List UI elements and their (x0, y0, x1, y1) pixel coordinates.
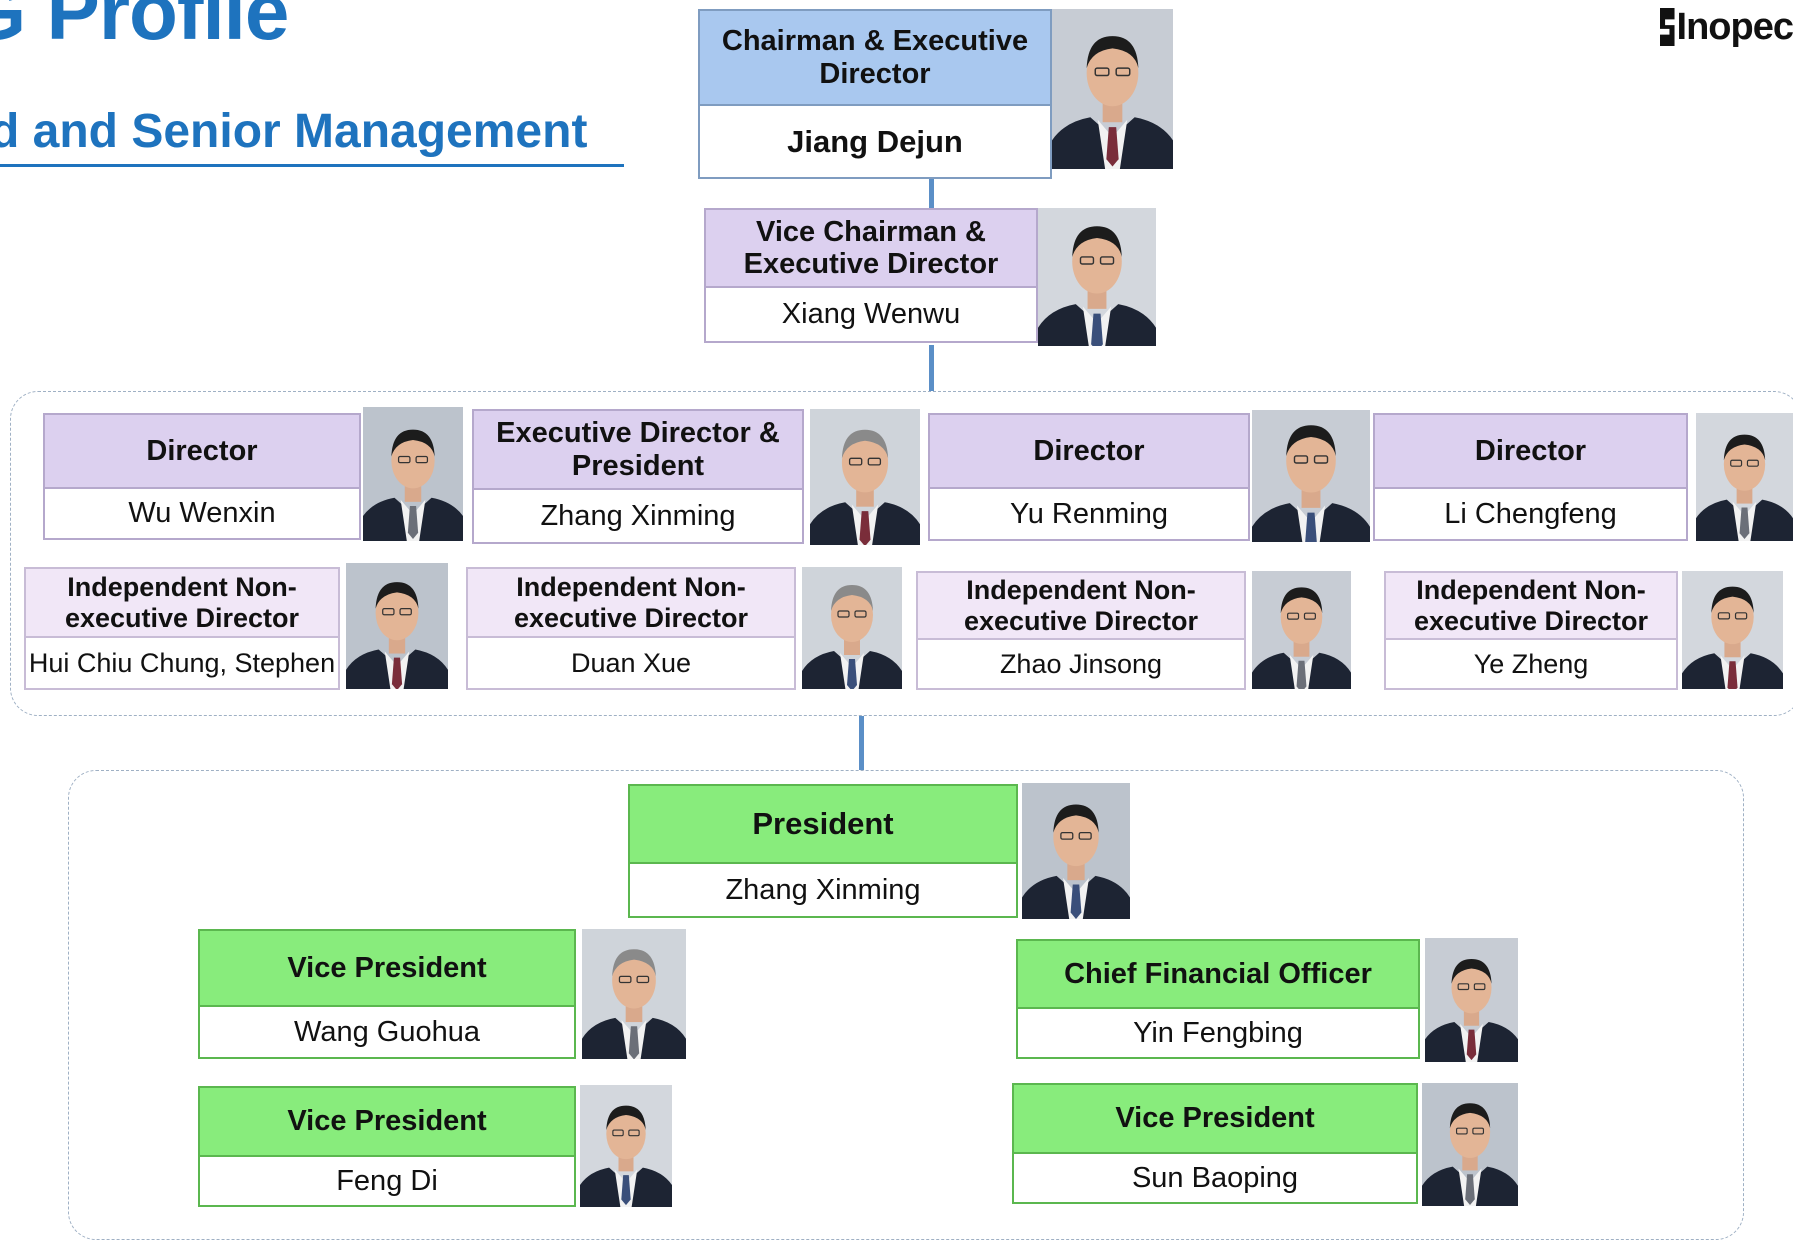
person-name: Feng Di (198, 1157, 576, 1207)
portrait-illustration (1682, 571, 1783, 689)
person-name: Wu Wenxin (43, 489, 361, 540)
management-group (68, 770, 1744, 1240)
person-name: Xiang Wenwu (704, 288, 1038, 343)
role-label: Director (928, 413, 1250, 489)
role-label: President (628, 784, 1018, 864)
portrait-illustration (1038, 208, 1156, 346)
role-label: Executive Director & President (472, 409, 804, 490)
role-label: Independent Non-executive Director (24, 567, 340, 638)
portrait-photo (1052, 9, 1173, 169)
role-label: Independent Non-executive Director (916, 571, 1246, 640)
person-name: Ye Zheng (1384, 640, 1678, 690)
portrait-photo (1022, 783, 1130, 919)
person-name: Sun Baoping (1012, 1154, 1418, 1204)
portrait-illustration (580, 1085, 672, 1207)
portrait-photo (802, 567, 902, 689)
person-name: Zhang Xinming (628, 864, 1018, 918)
role-label: Independent Non-executive Director (1384, 571, 1678, 640)
portrait-photo (1038, 208, 1156, 346)
person-name: Duan Xue (466, 638, 796, 690)
portrait-photo (580, 1085, 672, 1207)
portrait-illustration (1425, 938, 1518, 1062)
role-label: Vice Chairman & Executive Director (704, 208, 1038, 288)
role-label: Director (1373, 413, 1688, 489)
portrait-illustration (346, 563, 448, 689)
person-name: Hui Chiu Chung, Stephen (24, 638, 340, 690)
portrait-photo (1422, 1083, 1518, 1206)
portrait-illustration (1422, 1083, 1518, 1206)
board-group (10, 391, 1793, 716)
portrait-photo (1682, 571, 1783, 689)
portrait-photo (810, 409, 920, 545)
connector-chairman-vice (929, 170, 934, 210)
role-label: Chief Financial Officer (1016, 939, 1420, 1009)
person-name: Li Chengfeng (1373, 489, 1688, 541)
portrait-photo (582, 929, 686, 1059)
portrait-illustration (1252, 410, 1370, 542)
portrait-illustration (1696, 413, 1793, 541)
person-name: Zhang Xinming (472, 490, 804, 544)
person-name: Wang Guohua (198, 1007, 576, 1059)
role-label: Vice President (1012, 1083, 1418, 1154)
role-label: Vice President (198, 929, 576, 1007)
portrait-photo (1425, 938, 1518, 1062)
page-subtitle: d and Senior Management (0, 105, 588, 158)
portrait-illustration (802, 567, 902, 689)
role-label: Vice President (198, 1086, 576, 1157)
role-label: Chairman & Executive Director (698, 9, 1052, 106)
portrait-photo (1252, 571, 1351, 689)
role-label: Director (43, 413, 361, 489)
portrait-illustration (1252, 571, 1351, 689)
portrait-photo (363, 407, 463, 541)
person-name: Zhao Jinsong (916, 640, 1246, 690)
portrait-illustration (1052, 9, 1173, 169)
portrait-illustration (810, 409, 920, 545)
person-name: Yu Renming (928, 489, 1250, 541)
portrait-photo (1252, 410, 1370, 542)
portrait-illustration (582, 929, 686, 1059)
connector-board-management (859, 716, 864, 770)
connector-vice-board (929, 345, 934, 391)
portrait-illustration (1022, 783, 1130, 919)
portrait-photo (346, 563, 448, 689)
portrait-illustration (363, 407, 463, 541)
page-title: G Profile (0, 0, 289, 56)
role-label: Independent Non-executive Director (466, 567, 796, 638)
portrait-photo (1696, 413, 1793, 541)
person-name: Jiang Dejun (698, 106, 1052, 179)
logo-wordmark: Inopec (1676, 5, 1793, 48)
logo-s-mark (1660, 8, 1675, 46)
company-logo: Inopec (1660, 4, 1793, 50)
person-name: Yin Fengbing (1016, 1009, 1420, 1059)
subtitle-underline (0, 164, 624, 167)
